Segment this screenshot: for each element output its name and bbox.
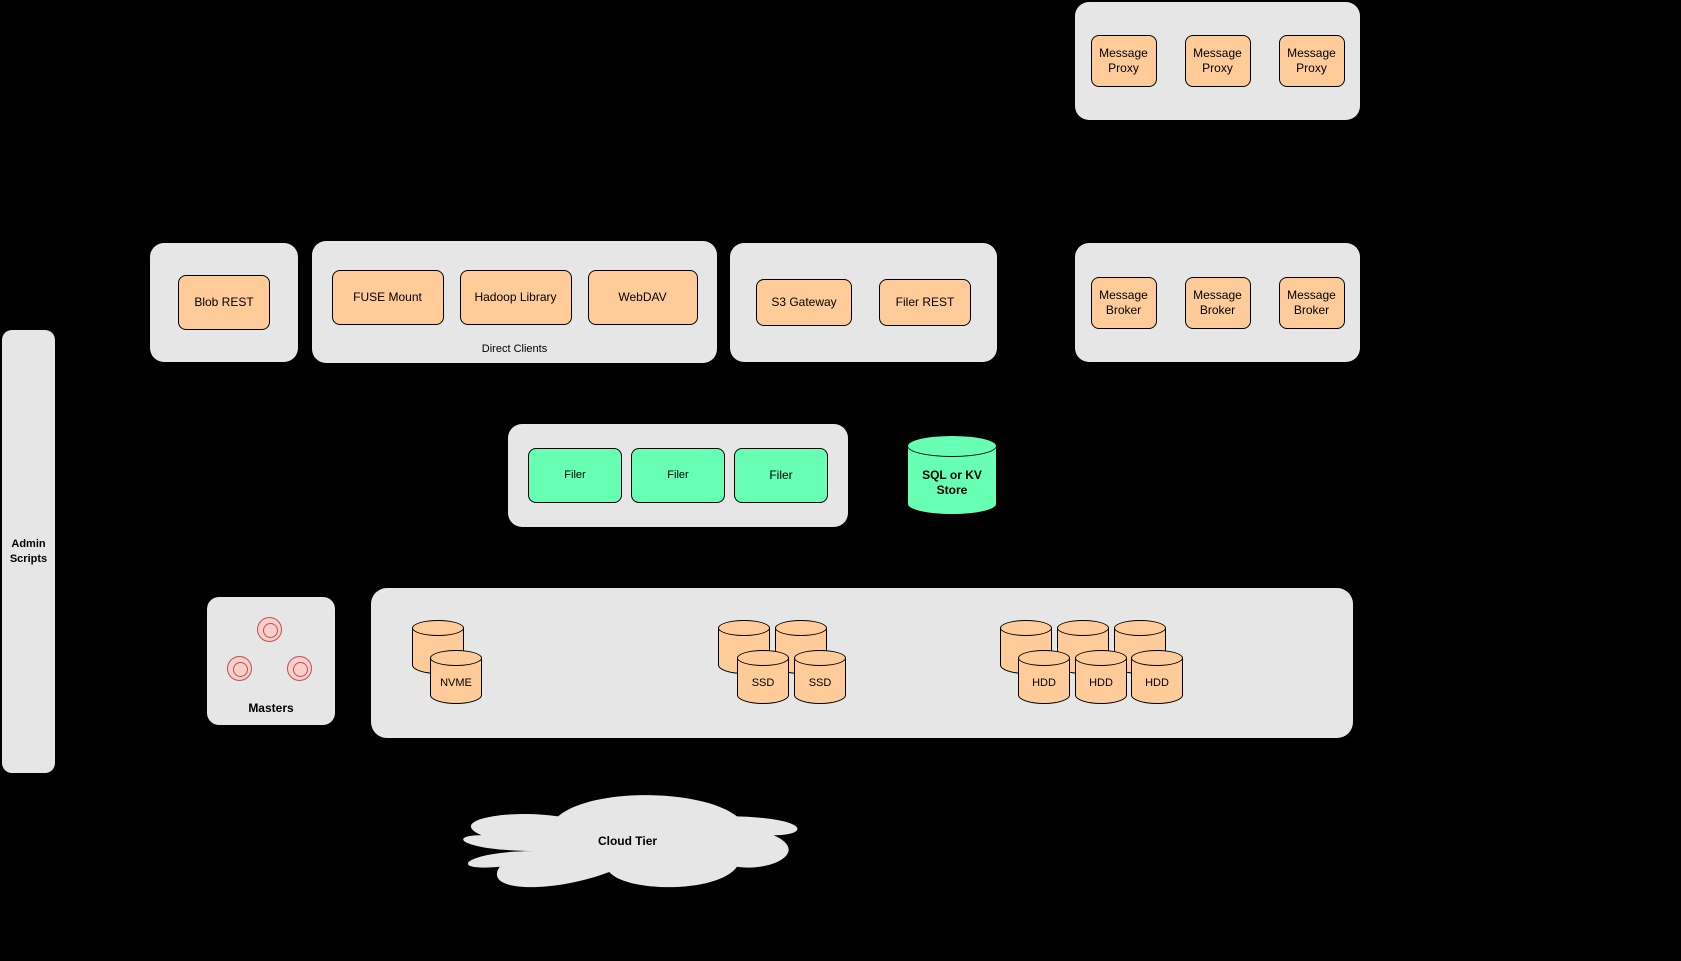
message-proxy-node[interactable]: Message Proxy (1278, 35, 1345, 87)
master-node[interactable] (287, 656, 312, 681)
cylinder-body (907, 446, 997, 515)
hdd-label: HDD (1145, 677, 1169, 689)
masters-caption: Masters (248, 701, 294, 715)
masters-group[interactable]: Masters (207, 597, 335, 725)
cylinder-top (907, 435, 997, 457)
volume-servers-group[interactable]: NVME SSD SSD (371, 588, 1353, 738)
gateway-group[interactable]: S3 Gateway Filer REST (730, 243, 997, 362)
cylinder-top (1000, 620, 1052, 636)
direct-clients-caption: Direct Clients (481, 343, 548, 355)
filer-node[interactable]: Filer (734, 448, 828, 503)
cylinder-top (1057, 620, 1109, 636)
blob-rest-group[interactable]: Blob REST (150, 243, 298, 362)
filer-node[interactable]: Filer (631, 448, 725, 503)
sql-kv-store-cylinder[interactable]: SQL or KV Store (907, 435, 997, 515)
hdd-label: HDD (1089, 677, 1113, 689)
direct-clients-group[interactable]: FUSE Mount Hadoop Library WebDAV Direct … (312, 241, 717, 363)
cylinder-top (775, 620, 827, 636)
message-broker-group[interactable]: Message Broker Message Broker Message Br… (1075, 243, 1360, 362)
message-broker-node[interactable]: Message Broker (1184, 276, 1251, 329)
master-node[interactable] (257, 617, 282, 642)
message-broker-node[interactable]: Message Broker (1090, 276, 1157, 329)
filer-group[interactable]: Filer Filer Filer (508, 424, 848, 527)
filer-node[interactable]: Filer (528, 448, 622, 503)
cloud-tier-label: Cloud Tier (597, 833, 658, 848)
cylinder-top (430, 650, 482, 666)
cylinder-top (1131, 650, 1183, 666)
nvme-cylinder-front[interactable]: NVME (430, 650, 482, 704)
cylinder-top (1114, 620, 1166, 636)
cylinder-top (1075, 650, 1127, 666)
hdd-label: HDD (1032, 677, 1056, 689)
hadoop-library-node[interactable]: Hadoop Library (459, 270, 572, 325)
master-node[interactable] (227, 656, 252, 681)
nvme-label: NVME (440, 677, 472, 689)
ssd-label: SSD (751, 677, 775, 689)
cylinder-top (794, 650, 846, 666)
message-broker-node[interactable]: Message Broker (1278, 276, 1345, 329)
cylinder-top (718, 620, 770, 636)
ssd-cylinder-front-1[interactable]: SSD (737, 650, 789, 704)
cylinder-top (737, 650, 789, 666)
fuse-mount-node[interactable]: FUSE Mount (331, 270, 444, 325)
filer-rest-node[interactable]: Filer REST (879, 279, 971, 326)
ssd-label: SSD (808, 677, 832, 689)
message-proxy-node[interactable]: Message Proxy (1090, 35, 1157, 87)
hdd-cylinder-front-2[interactable]: HDD (1075, 650, 1127, 704)
cloud-icon (463, 795, 798, 888)
message-proxy-node[interactable]: Message Proxy (1184, 35, 1251, 87)
cylinder-top (1018, 650, 1070, 666)
message-proxy-group[interactable]: Message Proxy Message Proxy Message Prox… (1075, 2, 1360, 120)
hdd-cylinder-front-1[interactable]: HDD (1018, 650, 1070, 704)
cloud-tier-shape[interactable]: Cloud Tier (445, 788, 810, 893)
blob-rest-node[interactable]: Blob REST (178, 275, 270, 330)
cylinder-top (412, 620, 464, 636)
admin-scripts-bar[interactable]: Admin Scripts (2, 330, 55, 773)
sql-kv-store-label: SQL or KV Store (922, 468, 982, 497)
s3-gateway-node[interactable]: S3 Gateway (756, 279, 852, 326)
webdav-node[interactable]: WebDAV (587, 270, 698, 325)
hdd-cylinder-front-3[interactable]: HDD (1131, 650, 1183, 704)
ssd-cylinder-front-2[interactable]: SSD (794, 650, 846, 704)
